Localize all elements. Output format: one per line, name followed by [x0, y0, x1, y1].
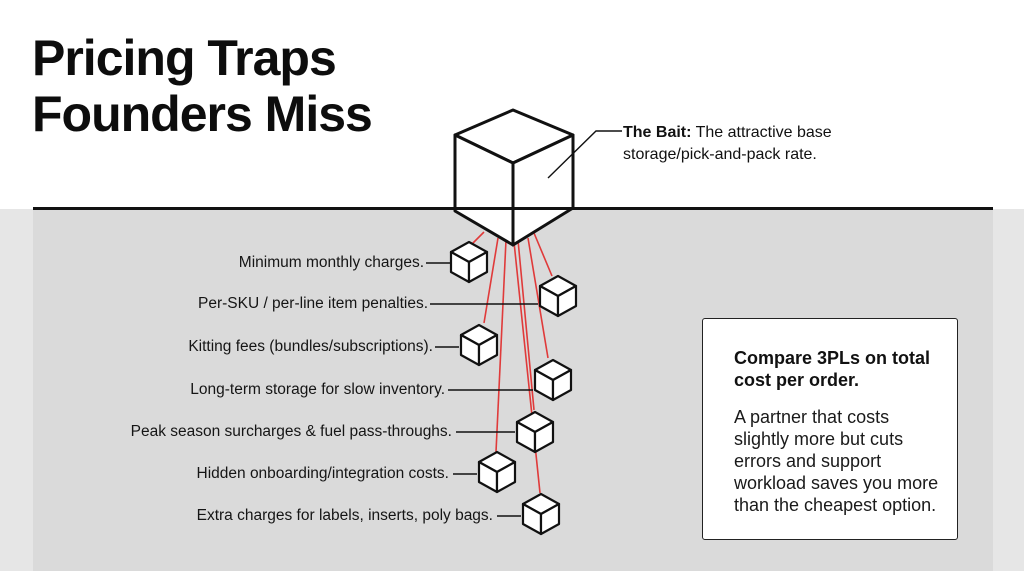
- trap-label-5: Peak season surcharges & fuel pass-throu…: [130, 423, 452, 440]
- trap-label-7: Extra charges for labels, inserts, poly …: [196, 507, 493, 524]
- callout-heading: Compare 3PLs on total cost per order.: [734, 348, 931, 390]
- bait-text: The attractive base storage/pick-and-pac…: [623, 124, 832, 163]
- string-5: [517, 239, 535, 411]
- bait-leader-line: [547, 130, 622, 179]
- trap-label-6: Hidden onboarding/integration costs.: [196, 465, 449, 482]
- callout-body: A partner that costs slightly more but c…: [734, 407, 939, 515]
- trap-cube-4: [533, 358, 573, 402]
- trap-cube-6: [477, 450, 517, 494]
- string-7: [513, 241, 541, 494]
- trap-leader-lines: [426, 262, 538, 517]
- bait-cube: [453, 108, 575, 247]
- string-4: [527, 237, 549, 359]
- title-line-2: Founders Miss: [32, 86, 373, 142]
- string-6: [495, 239, 507, 453]
- string-3: [483, 237, 499, 324]
- trap-cube-3: [459, 323, 499, 367]
- page-title: Pricing Traps Founders Miss: [32, 30, 373, 142]
- trap-cube-1: [449, 240, 489, 284]
- trap-cube-5: [515, 410, 555, 454]
- takeaway-callout: Compare 3PLs on total cost per order. A …: [702, 318, 958, 540]
- trap-label-1: Minimum monthly charges.: [238, 254, 424, 271]
- bait-annotation: The Bait: The attractive base storage/pi…: [623, 122, 863, 166]
- trap-label-4: Long-term storage for slow inventory.: [190, 381, 445, 398]
- trap-cube-2: [538, 274, 578, 318]
- trap-cube-7: [521, 492, 561, 536]
- bait-label: The Bait:: [623, 124, 692, 141]
- title-line-1: Pricing Traps: [32, 30, 337, 86]
- trap-label-3: Kitting fees (bundles/subscriptions).: [188, 338, 433, 355]
- trap-label-2: Per-SKU / per-line item penalties.: [197, 295, 428, 312]
- string-2: [533, 232, 553, 277]
- string-1: [471, 231, 485, 245]
- surface-line: [33, 207, 993, 210]
